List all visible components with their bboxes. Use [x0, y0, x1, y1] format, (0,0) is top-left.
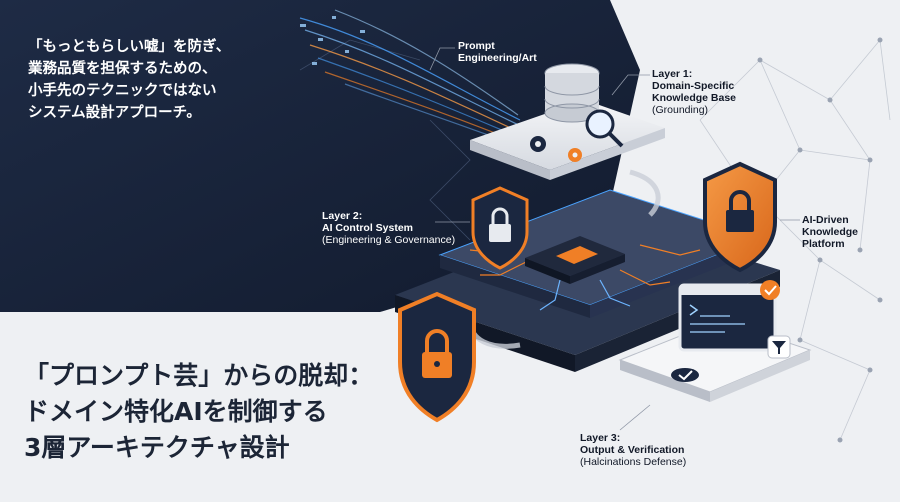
- label-layer2-sub: (Engineering & Governance): [322, 234, 456, 246]
- label-platform-line3: Platform: [802, 238, 845, 250]
- label-layer1: Layer 1: Domain-Specific Knowledge Base …: [652, 68, 736, 116]
- label-platform: AI-Driven Knowledge Platform: [802, 214, 858, 250]
- label-prompt: Prompt Engineering/Art: [458, 40, 537, 64]
- label-prompt-line2: Engineering/Art: [458, 52, 537, 64]
- lock-shield-icon-platform: [703, 161, 777, 273]
- callout-lines: [429, 47, 800, 431]
- label-prompt-line1: Prompt: [458, 40, 495, 52]
- intro-line: 小手先のテクニックではない: [28, 83, 217, 99]
- database-icon: [544, 63, 600, 123]
- filter-icon: [767, 335, 791, 359]
- label-layer1-line3: Knowledge Base: [652, 92, 737, 104]
- title-line: ドメイン特化AIを制御する: [24, 397, 328, 426]
- check-badge-icon: [760, 280, 780, 300]
- label-layer3: Layer 3: Output & Verification (Halcinat…: [580, 432, 686, 468]
- terminal-window-icon: [678, 283, 777, 352]
- label-layer1-line1: Layer 1:: [652, 68, 693, 80]
- intro-line: 「もっともらしい嘘」を防ぎ、: [28, 39, 231, 55]
- label-layer3-sub: (Halcinations Defense): [580, 456, 687, 468]
- gear-icon: [530, 136, 582, 162]
- label-layer1-sub: (Grounding): [652, 104, 709, 116]
- intro-line: システム設計アプローチ。: [28, 105, 201, 121]
- label-layer3-line2: Output & Verification: [580, 444, 685, 456]
- label-platform-line2: Knowledge: [802, 226, 859, 238]
- label-layer2-line2: AI Control System: [322, 222, 414, 234]
- label-layer1-line2: Domain-Specific: [652, 80, 735, 92]
- label-layer2: Layer 2: AI Control System (Engineering …: [322, 210, 455, 246]
- intro-line: 業務品質を担保するための、: [28, 61, 217, 77]
- lock-shield-icon-layer2: [471, 186, 529, 270]
- label-layer3-line1: Layer 3:: [580, 432, 621, 444]
- magnifier-icon: [585, 109, 624, 148]
- page-title: 「プロンプト芸」からの脱却： ドメイン特化AIを制御する 3層アーキテクチャ設計: [24, 358, 404, 466]
- title-line: 「プロンプト芸」からの脱却：: [24, 361, 374, 390]
- label-layer2-line1: Layer 2:: [322, 210, 363, 222]
- lock-shield-icon-layer3: [398, 291, 476, 423]
- knowledge-base-slab: [470, 100, 665, 180]
- processor-chip-icon: [525, 236, 625, 284]
- intro-text: 「もっともらしい嘘」を防ぎ、 業務品質を担保するための、 小手先のテクニックでは…: [28, 36, 298, 124]
- label-platform-line1: AI-Driven: [802, 214, 849, 226]
- title-line: 3層アーキテクチャ設計: [24, 433, 290, 462]
